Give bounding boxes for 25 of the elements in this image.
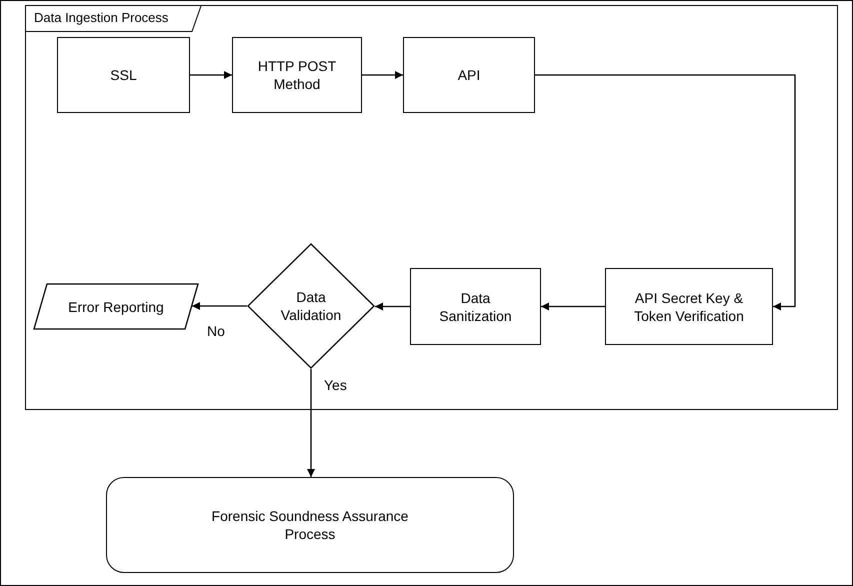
node-label: Forensic Soundness Assurance Process xyxy=(210,507,410,543)
node-label: API Secret Key & Token Verification xyxy=(633,288,745,324)
arrow xyxy=(535,74,796,310)
process-box xyxy=(403,37,535,113)
node-label: API xyxy=(458,66,480,84)
arrow xyxy=(362,71,403,79)
arrow xyxy=(375,302,410,310)
arrow xyxy=(190,71,232,79)
terminal-box xyxy=(106,477,514,573)
process-box xyxy=(232,37,362,113)
process-box xyxy=(57,37,190,113)
arrow xyxy=(307,369,315,477)
process-box xyxy=(410,268,541,345)
node-label: HTTP POST Method xyxy=(256,57,338,93)
data-parallelogram xyxy=(33,283,199,330)
node-label: Data Sanitization xyxy=(438,288,513,324)
process-box xyxy=(605,268,773,345)
decision-diamond xyxy=(247,243,375,369)
node-label: Data Validation xyxy=(280,288,342,324)
group-title: Data Ingestion Process xyxy=(34,10,168,26)
group-frame xyxy=(25,5,838,410)
node-label: SSL xyxy=(110,66,137,84)
arrow xyxy=(192,302,247,310)
node-label: Error Reporting xyxy=(68,298,164,316)
arrow xyxy=(541,302,605,310)
